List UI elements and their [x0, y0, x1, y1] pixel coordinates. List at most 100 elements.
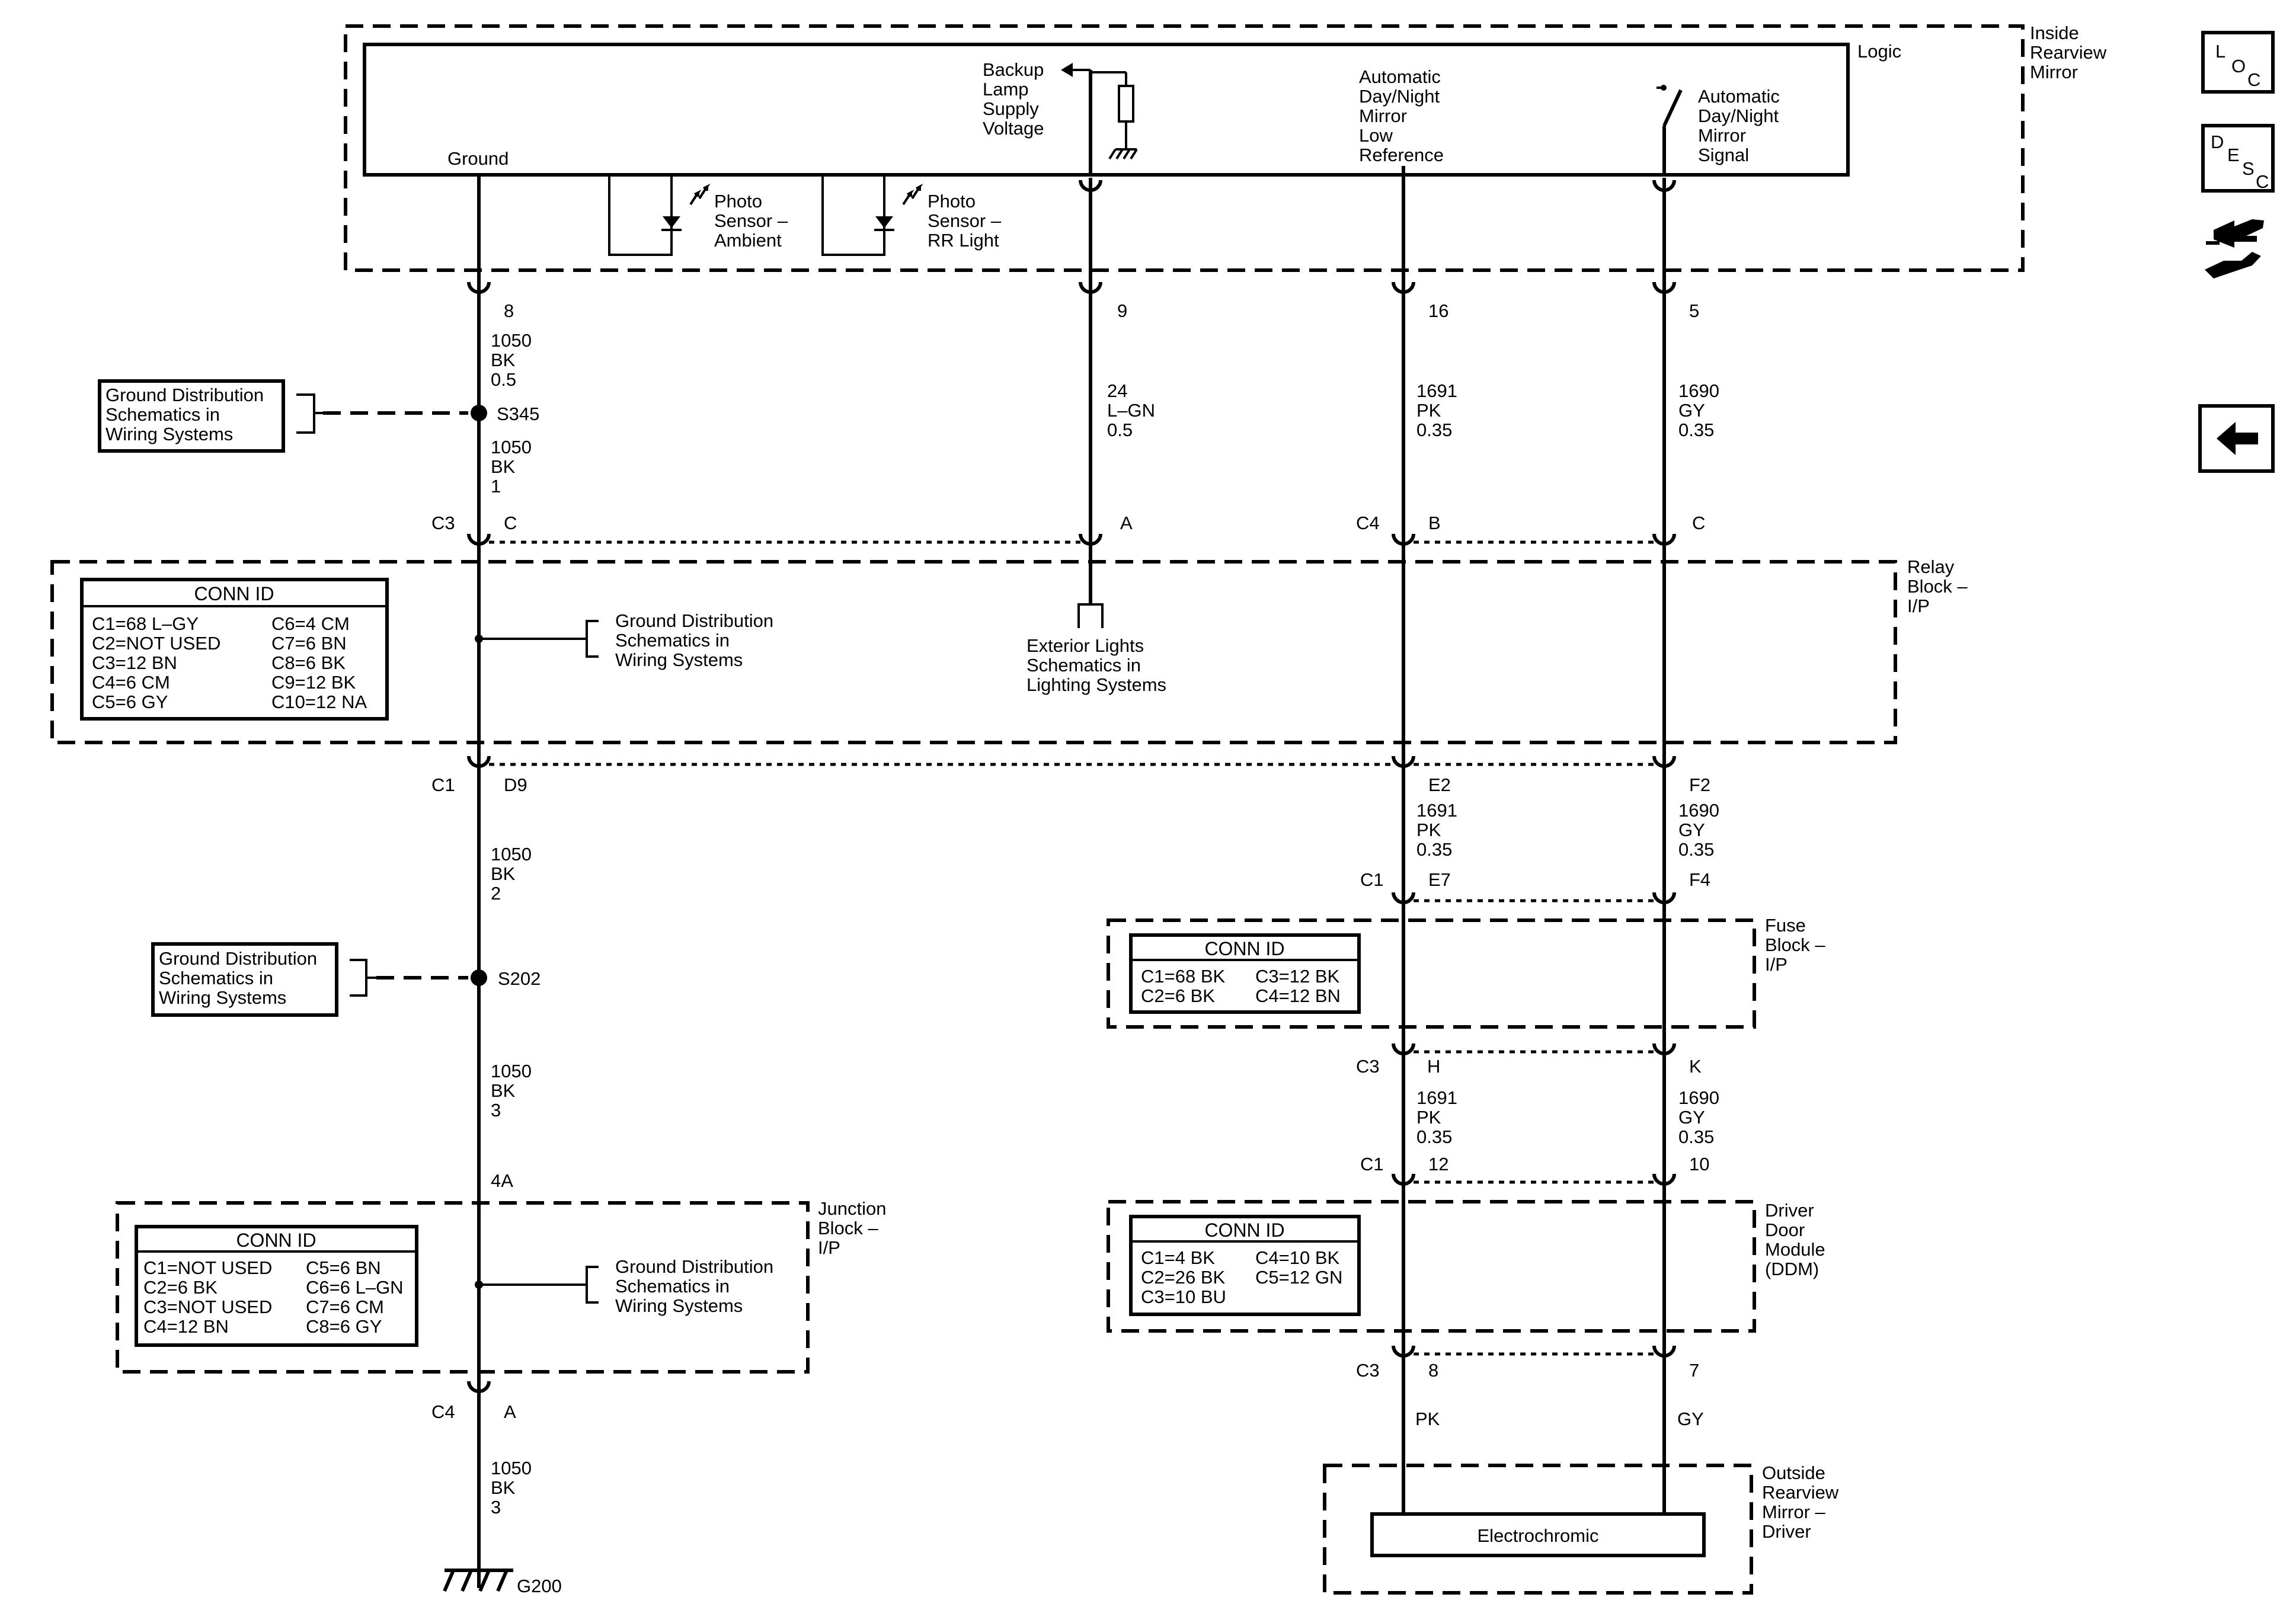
svg-text:Door: Door [1765, 1219, 1805, 1240]
svg-text:Schematics in: Schematics in [1027, 655, 1141, 676]
svg-text:H: H [1427, 1056, 1440, 1077]
svg-text:C1: C1 [431, 774, 455, 795]
wire-label-1690-b: 1690 GY 0.35 [1678, 800, 1719, 860]
ddm-name: Driver Door Module (DDM) [1765, 1200, 1825, 1279]
wire-label-gy: GY [1677, 1409, 1704, 1429]
back-button[interactable] [2198, 404, 2275, 473]
svg-text:C: C [2247, 69, 2260, 90]
svg-text:S: S [2242, 158, 2255, 179]
svg-text:7: 7 [1689, 1360, 1699, 1381]
svg-text:C: C [1692, 513, 1705, 533]
svg-text:Driver: Driver [1765, 1200, 1814, 1221]
connector-dotted-bars [489, 540, 1654, 1356]
svg-text:BK: BK [491, 1477, 516, 1498]
wire-label-pk: PK [1415, 1409, 1440, 1429]
svg-text:A: A [504, 1401, 516, 1422]
svg-text:C6=4 CM: C6=4 CM [271, 613, 350, 634]
svg-text:A: A [1120, 513, 1133, 533]
junction-conn-id-table: CONN ID C1=NOT USED C2=6 BK C3=NOT USED … [135, 1225, 418, 1347]
svg-text:9: 9 [1117, 300, 1127, 321]
svg-text:Automatic: Automatic [1698, 86, 1780, 107]
connector-symbols [469, 180, 1674, 1391]
svg-text:BK: BK [491, 456, 516, 477]
wire-label-1690-c: 1690 GY 0.35 [1678, 1087, 1719, 1147]
loc-button[interactable]: L O C [2201, 31, 2275, 94]
svg-text:PK: PK [1416, 1107, 1441, 1128]
ground-distribution-ref-4[interactable]: Ground Distribution Schematics in Wiring… [475, 1256, 773, 1316]
splice-s202: S202 [471, 968, 541, 989]
svg-text:C1=4 BK: C1=4 BK [1141, 1247, 1215, 1268]
svg-text:BK: BK [491, 863, 516, 884]
junction-block-name: Junction Block – I/P [818, 1198, 886, 1258]
ddm-conn-id-table: CONN ID C1=4 BK C2=26 BK C3=10 BU C4=10 … [1129, 1215, 1361, 1316]
svg-text:F2: F2 [1689, 774, 1710, 795]
svg-text:Low: Low [1359, 125, 1393, 146]
svg-text:I/P: I/P [1907, 596, 1930, 616]
wire-label-1050-1: 1050 BK 1 [491, 437, 532, 497]
junction-pin-4a: 4A [491, 1170, 513, 1191]
svg-text:C8=6 GY: C8=6 GY [306, 1316, 382, 1337]
svg-text:Wiring Systems: Wiring Systems [615, 649, 743, 670]
svg-text:C8=6 BK: C8=6 BK [271, 652, 346, 673]
fuse-conn-id-table: CONN ID C1=68 BK C2=6 BK C3=12 BK C4=12 … [1129, 933, 1361, 1014]
svg-text:0.5: 0.5 [491, 369, 516, 390]
mirror-pin-numbers: 8 9 16 5 [504, 300, 1699, 321]
low-reference-label: Automatic Day/Night Mirror Low Reference [1359, 66, 1444, 165]
splice-s345: S345 [471, 404, 539, 424]
wire-label-1050-05: 1050 BK 0.5 [491, 330, 532, 390]
fuse-bottom-labels: C3 H K [1356, 1056, 1702, 1077]
svg-text:B: B [1428, 513, 1441, 533]
svg-text:Outside: Outside [1762, 1462, 1825, 1483]
wire-label-1690-a: 1690 GY 0.35 [1678, 380, 1719, 440]
driver-door-module: Driver Door Module (DDM) C1 12 10 C3 8 7… [1107, 1154, 1825, 1381]
svg-text:C6=6 L–GN: C6=6 L–GN [306, 1277, 404, 1298]
ground-distribution-ref-3[interactable]: Ground Distribution Schematics in Wiring… [151, 942, 468, 1017]
svg-text:CONN ID: CONN ID [1204, 938, 1284, 959]
ddm-top-labels: C1 12 10 [1360, 1154, 1709, 1174]
svg-text:1691: 1691 [1416, 380, 1457, 401]
svg-text:E7: E7 [1428, 869, 1451, 890]
svg-text:Lamp: Lamp [983, 79, 1029, 100]
svg-text:3: 3 [491, 1100, 501, 1121]
svg-text:Mirror: Mirror [2030, 62, 2078, 82]
svg-text:C: C [504, 513, 517, 533]
svg-text:Schematics in: Schematics in [105, 404, 220, 425]
svg-text:CONN ID: CONN ID [194, 583, 274, 604]
desc-button[interactable]: D E S C [2201, 124, 2275, 193]
svg-text:S345: S345 [497, 404, 539, 424]
svg-text:0.35: 0.35 [1416, 420, 1452, 440]
ground-distribution-ref-2[interactable]: Ground Distribution Schematics in Wiring… [475, 610, 773, 670]
exterior-lights-ref[interactable]: Exterior Lights Schematics in Lighting S… [1027, 603, 1166, 695]
svg-text:Rearview: Rearview [1762, 1482, 1839, 1503]
svg-text:C2=6 BK: C2=6 BK [1141, 985, 1215, 1006]
svg-text:Backup: Backup [983, 59, 1044, 80]
wire-label-1050-3a: 1050 BK 3 [491, 1061, 532, 1121]
svg-text:E: E [2227, 145, 2240, 165]
svg-text:I/P: I/P [818, 1237, 840, 1258]
svg-text:5: 5 [1689, 300, 1699, 321]
svg-text:Day/Night: Day/Night [1359, 86, 1440, 107]
svg-text:1690: 1690 [1678, 800, 1719, 821]
svg-text:Block –: Block – [818, 1218, 878, 1238]
svg-text:12: 12 [1428, 1154, 1448, 1174]
svg-text:C4: C4 [1356, 513, 1380, 533]
svg-text:Wiring Systems: Wiring Systems [159, 987, 286, 1008]
svg-text:GY: GY [1678, 400, 1705, 421]
svg-text:C5=12 GN: C5=12 GN [1255, 1267, 1342, 1288]
svg-text:C7=6 CM: C7=6 CM [306, 1297, 384, 1317]
svg-text:1690: 1690 [1678, 380, 1719, 401]
svg-text:S202: S202 [498, 968, 541, 989]
ground-distribution-ref-1[interactable]: Ground Distribution Schematics in Wiring… [98, 379, 468, 453]
connector-tool-icon[interactable] [2205, 219, 2264, 279]
svg-text:C1=68 L–GY: C1=68 L–GY [92, 613, 199, 634]
svg-text:O: O [2231, 56, 2246, 76]
svg-text:Relay: Relay [1907, 556, 1955, 577]
svg-text:0.35: 0.35 [1416, 839, 1452, 860]
ground-g200: G200 [443, 1569, 562, 1596]
svg-text:Driver: Driver [1762, 1521, 1811, 1542]
outside-rearview-mirror: Outside Rearview Mirror – Driver Electro… [1323, 1462, 1839, 1595]
backup-supply-circuit [1061, 63, 1138, 175]
svg-text:1050: 1050 [491, 1458, 532, 1478]
svg-text:L–GN: L–GN [1107, 400, 1155, 421]
svg-text:Ground Distribution: Ground Distribution [159, 948, 317, 969]
